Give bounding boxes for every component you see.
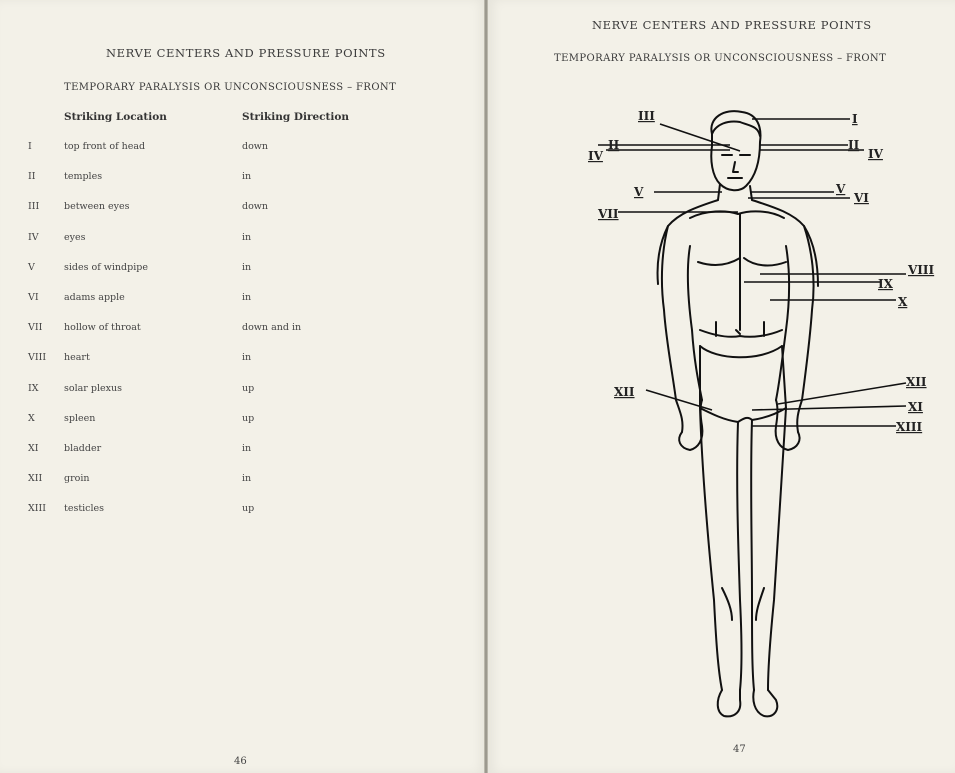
label-XI: XI	[908, 400, 923, 414]
label-X: X	[898, 295, 908, 309]
label-XIII: XIII	[896, 420, 923, 434]
label-V-left: V	[633, 185, 644, 199]
label-IV-left: IV	[588, 149, 604, 163]
label-XII-left: XII	[614, 385, 635, 399]
label-V-right: V	[835, 182, 846, 196]
label-VIII: VIII	[907, 263, 935, 277]
label-III: III	[638, 109, 655, 123]
label-VII: VII	[597, 207, 619, 221]
label-IX: IX	[878, 277, 894, 291]
body-outline	[657, 111, 818, 716]
label-II-right: II	[848, 138, 860, 152]
pointer-lines	[598, 119, 906, 426]
label-VI: VI	[853, 191, 869, 205]
figure-labels: III I II II IV IV V V VI VII VIII IX X X…	[588, 109, 935, 434]
label-XII-right: XII	[906, 375, 927, 389]
label-II-left: II	[608, 138, 620, 152]
label-IV-right: IV	[868, 147, 884, 161]
label-I: I	[852, 112, 858, 126]
